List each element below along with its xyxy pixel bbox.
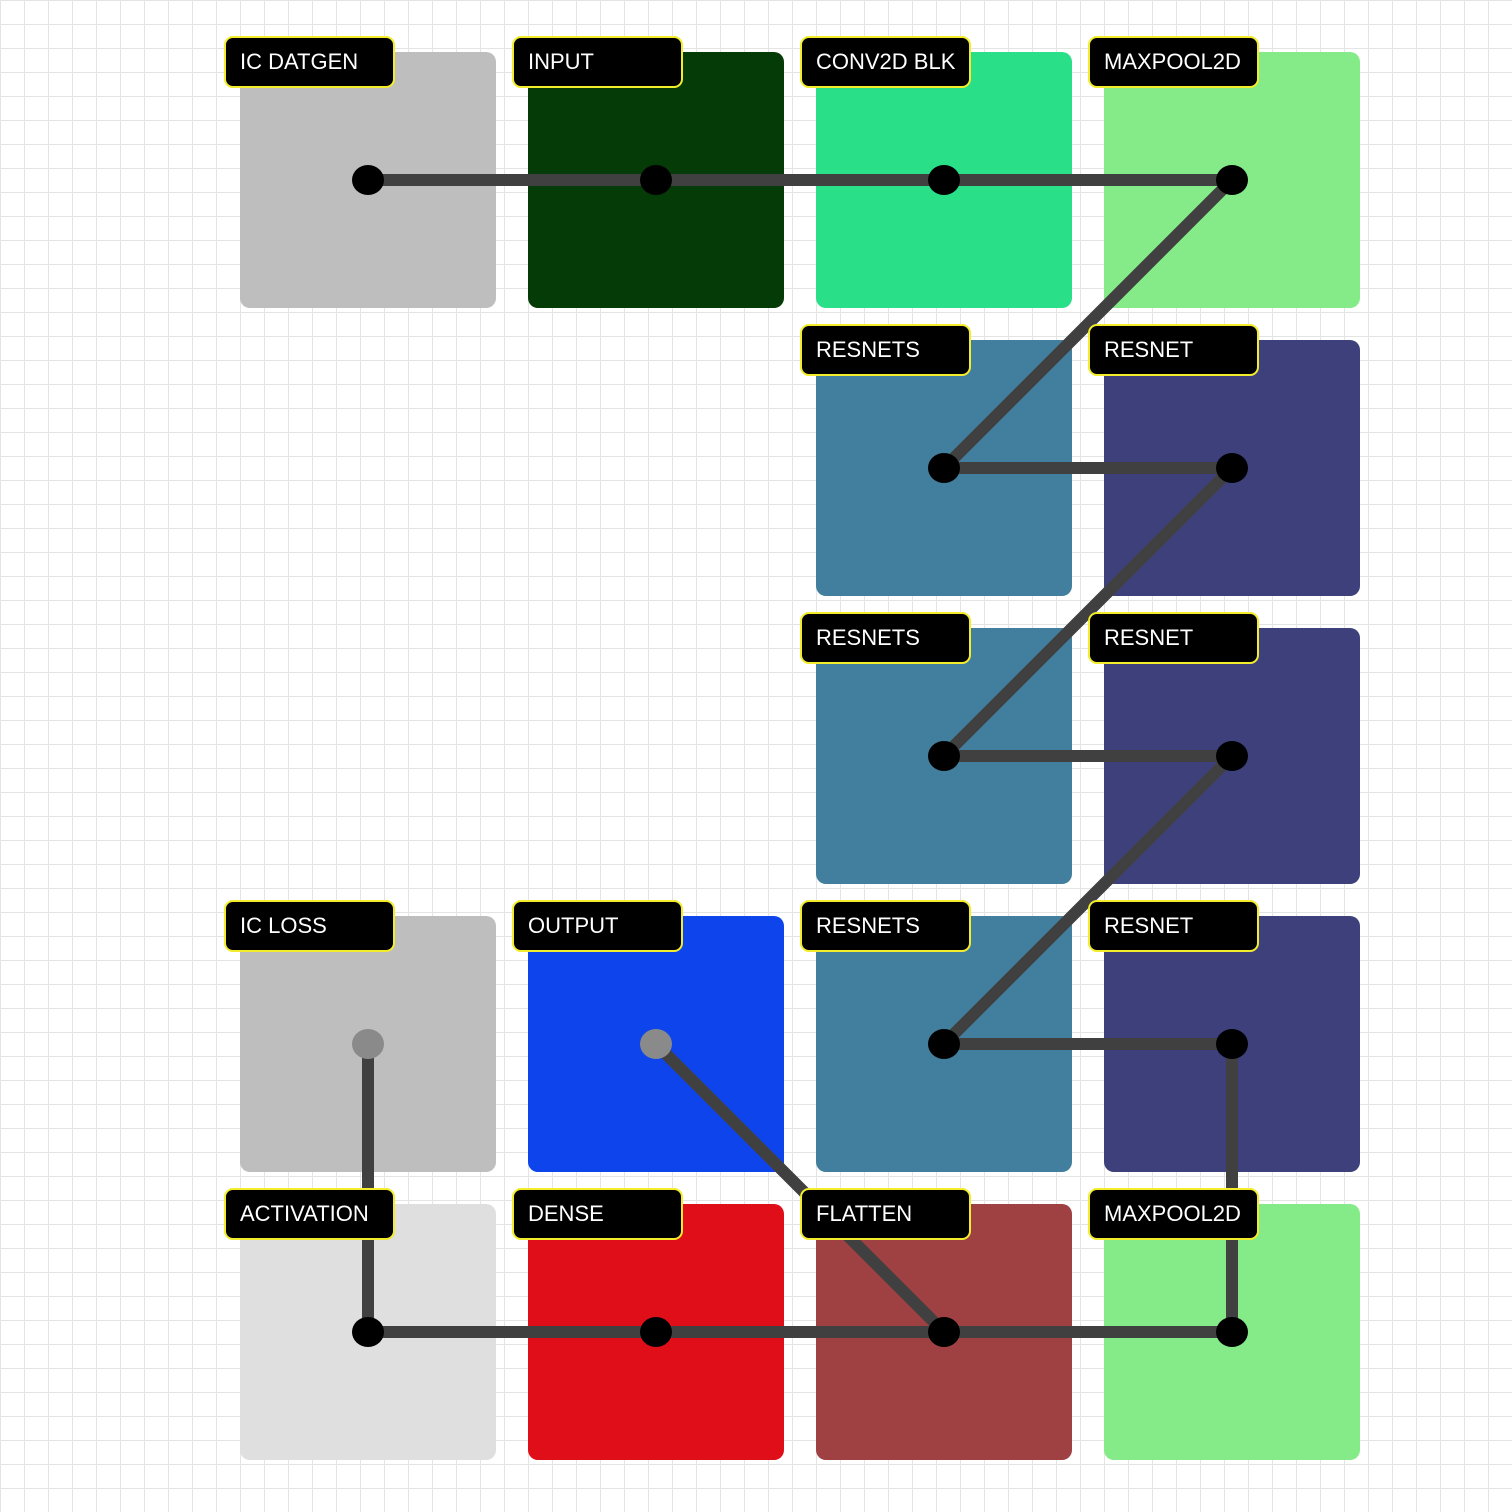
port-resnets-2[interactable] [928, 741, 960, 771]
block-label-activation[interactable]: ACTIVATION [224, 1188, 395, 1240]
port-dense[interactable] [640, 1317, 672, 1347]
block-label-ic-loss[interactable]: IC LOSS [224, 900, 395, 952]
port-resnet-3[interactable] [1216, 1029, 1248, 1059]
port-flatten[interactable] [928, 1317, 960, 1347]
port-resnet-1[interactable] [1216, 453, 1248, 483]
block-label-output[interactable]: OUTPUT [512, 900, 683, 952]
block-label-maxpool2d-top[interactable]: MAXPOOL2D [1088, 36, 1259, 88]
block-label-resnet-2[interactable]: RESNET [1088, 612, 1259, 664]
block-label-resnets-3[interactable]: RESNETS [800, 900, 971, 952]
port-resnet-2[interactable] [1216, 741, 1248, 771]
block-label-conv2d-blk[interactable]: CONV2D BLK [800, 36, 971, 88]
port-ic-datgen[interactable] [352, 165, 384, 195]
port-maxpool2d-bottom[interactable] [1216, 1317, 1248, 1347]
block-label-resnet-3[interactable]: RESNET [1088, 900, 1259, 952]
port-activation[interactable] [352, 1317, 384, 1347]
block-label-resnets-2[interactable]: RESNETS [800, 612, 971, 664]
port-output[interactable] [640, 1029, 672, 1059]
port-resnets-3[interactable] [928, 1029, 960, 1059]
block-label-dense[interactable]: DENSE [512, 1188, 683, 1240]
port-ic-loss[interactable] [352, 1029, 384, 1059]
port-conv2d-blk[interactable] [928, 165, 960, 195]
port-resnets-1[interactable] [928, 453, 960, 483]
connection-resnet-2-to-resnets-3[interactable] [938, 750, 1238, 1050]
connection-resnet-1-to-resnets-2[interactable] [938, 462, 1238, 762]
block-label-flatten[interactable]: FLATTEN [800, 1188, 971, 1240]
block-label-ic-datgen[interactable]: IC DATGEN [224, 36, 395, 88]
block-label-resnets-1[interactable]: RESNETS [800, 324, 971, 376]
port-input[interactable] [640, 165, 672, 195]
connection-maxpool2d-top-to-resnets-1[interactable] [938, 174, 1238, 474]
port-maxpool2d-top[interactable] [1216, 165, 1248, 195]
connection-flatten-to-output[interactable] [650, 1038, 950, 1338]
block-label-input[interactable]: INPUT [512, 36, 683, 88]
block-label-resnet-1[interactable]: RESNET [1088, 324, 1259, 376]
block-label-maxpool2d-bottom[interactable]: MAXPOOL2D [1088, 1188, 1259, 1240]
